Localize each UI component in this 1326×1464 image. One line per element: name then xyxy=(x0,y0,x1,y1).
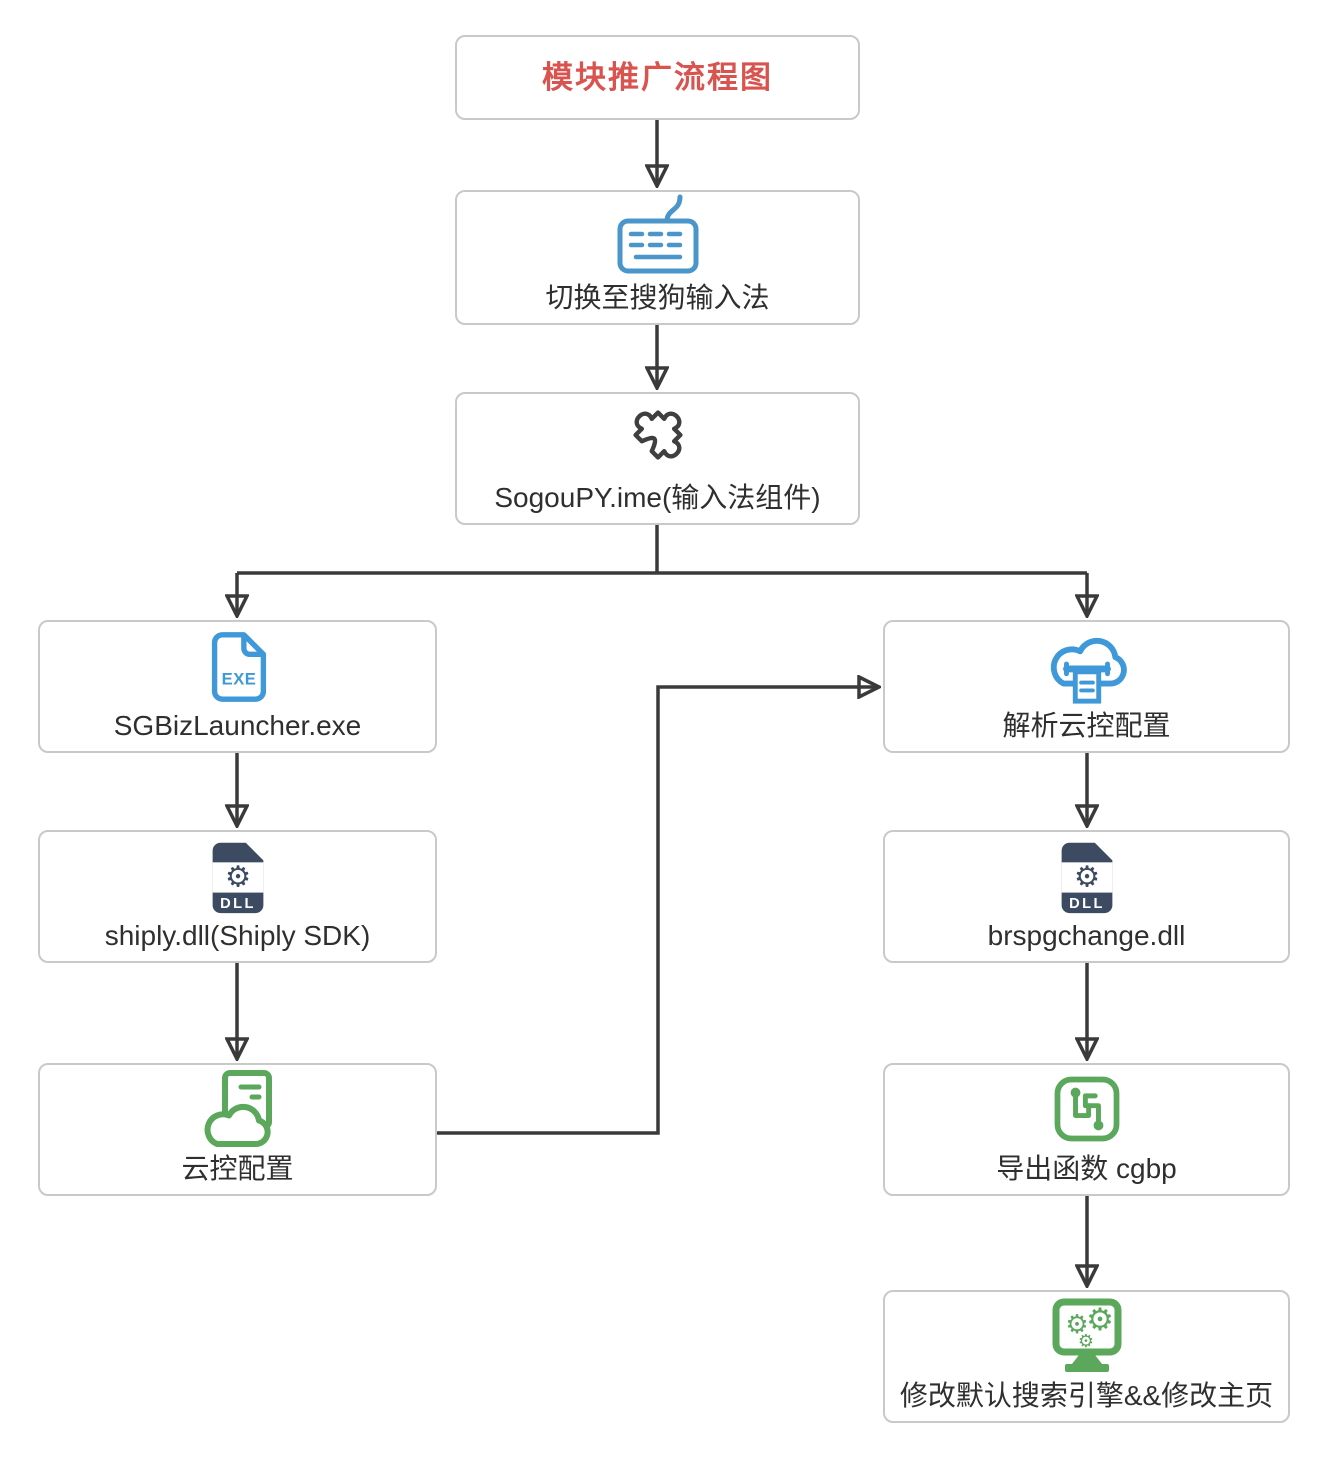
cloud-printer-icon xyxy=(1050,638,1127,704)
node-sogoupy: SogouPY.ime(输入法组件) xyxy=(455,392,860,525)
svg-text:DLL: DLL xyxy=(1069,897,1105,913)
node-label: 导出函数 cgbp xyxy=(996,1153,1177,1185)
node-brspgchange: ⚙ DLL brspgchange.dll xyxy=(883,830,1290,963)
node-cloud-config: 云控配置 xyxy=(38,1063,437,1196)
node-label: 切换至搜狗输入法 xyxy=(545,282,770,314)
node-shiply: ⚙ DLL shiply.dll(Shiply SDK) xyxy=(38,830,437,963)
node-title: 模块推广流程图 xyxy=(455,35,860,120)
node-modify-browser: ⚙ ⚙ ⚙ 修改默认搜索引擎&&修改主页 xyxy=(883,1290,1290,1423)
svg-text:DLL: DLL xyxy=(220,897,256,913)
node-label: 解析云控配置 xyxy=(1002,710,1171,742)
exe-file-icon: EXE xyxy=(211,632,266,703)
node-label: SogouPY.ime(输入法组件) xyxy=(494,482,821,514)
cloud-document-icon xyxy=(204,1070,272,1148)
node-label: SGBizLauncher.exe xyxy=(113,710,362,742)
svg-text:⚙: ⚙ xyxy=(1077,1331,1093,1352)
keyboard-icon xyxy=(617,194,698,274)
node-sgbizlauncher: EXE SGBizLauncher.exe xyxy=(38,620,437,753)
node-label: 修改默认搜索引擎&&修改主页 xyxy=(899,1380,1274,1412)
node-parse-cloud: 解析云控配置 xyxy=(883,620,1290,753)
svg-text:⚙: ⚙ xyxy=(1065,1310,1088,1340)
arrow-cloud-config-to-parse-cloud xyxy=(437,687,877,1135)
dll-file-icon: ⚙ DLL xyxy=(1061,843,1112,914)
node-label: shiply.dll(Shiply SDK) xyxy=(104,920,371,952)
svg-text:⚙: ⚙ xyxy=(1086,1302,1114,1338)
puzzle-icon xyxy=(632,410,683,461)
dll-file-icon: ⚙ DLL xyxy=(212,843,263,914)
node-export-func: 导出函数 cgbp xyxy=(883,1063,1290,1196)
flow-branch-icon xyxy=(1054,1077,1119,1142)
svg-text:⚙: ⚙ xyxy=(224,860,250,894)
svg-text:EXE: EXE xyxy=(221,670,256,689)
node-switch-ime: 切换至搜狗输入法 xyxy=(455,190,860,325)
diagram-title: 模块推广流程图 xyxy=(542,59,773,95)
node-label: brspgchange.dll xyxy=(987,920,1186,952)
svg-text:⚙: ⚙ xyxy=(1073,860,1099,894)
monitor-gears-icon: ⚙ ⚙ ⚙ xyxy=(1052,1298,1121,1373)
node-label: 云控配置 xyxy=(181,1153,294,1185)
